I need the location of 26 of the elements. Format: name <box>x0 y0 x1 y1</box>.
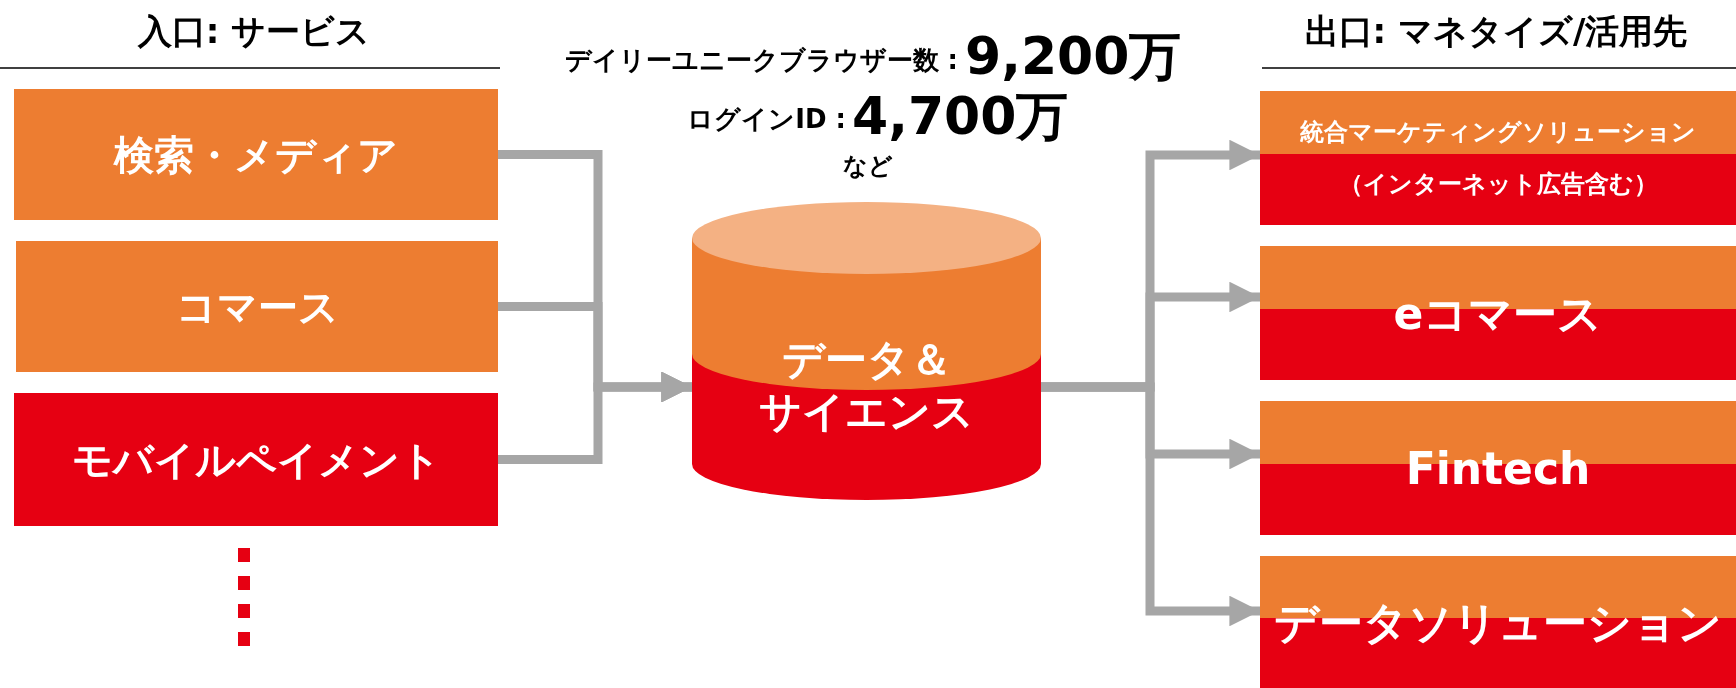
arrow <box>498 371 692 464</box>
service-box <box>14 89 498 220</box>
box-label: （インターネット広告含む） <box>1338 169 1658 199</box>
output-box <box>1260 401 1736 535</box>
service-box <box>16 241 498 372</box>
output-box <box>1260 91 1736 225</box>
box-label: eコマース <box>1393 286 1603 341</box>
box-label: 統合マーケティングソリューション <box>1300 117 1696 147</box>
box-label: データソリューション <box>1274 595 1722 650</box>
output-box <box>1260 246 1736 380</box>
stat-label: ログインID : <box>687 106 846 132</box>
stat-value: 9,200万 <box>965 30 1182 82</box>
box-label: データ＆ <box>781 333 952 386</box>
box-label: Fintech <box>1405 441 1591 496</box>
stat-note: など <box>843 154 893 178</box>
stat-value: 4,700万 <box>852 90 1069 142</box>
column-heading: 入口: サービス <box>137 14 371 48</box>
column-heading: 出口: マネタイズ/活用先 <box>1304 14 1688 48</box>
box-label: モバイルペイメント <box>71 435 441 485</box>
arrow <box>1041 382 1260 627</box>
box-label: 検索・メディア <box>114 130 398 180</box>
output-box <box>1260 556 1736 688</box>
box-label: サイエンス <box>759 386 974 438</box>
stat-label: デイリーユニークブラウザー数 : <box>564 47 958 73</box>
service-box <box>14 393 498 526</box>
box-label: コマース <box>175 282 339 332</box>
